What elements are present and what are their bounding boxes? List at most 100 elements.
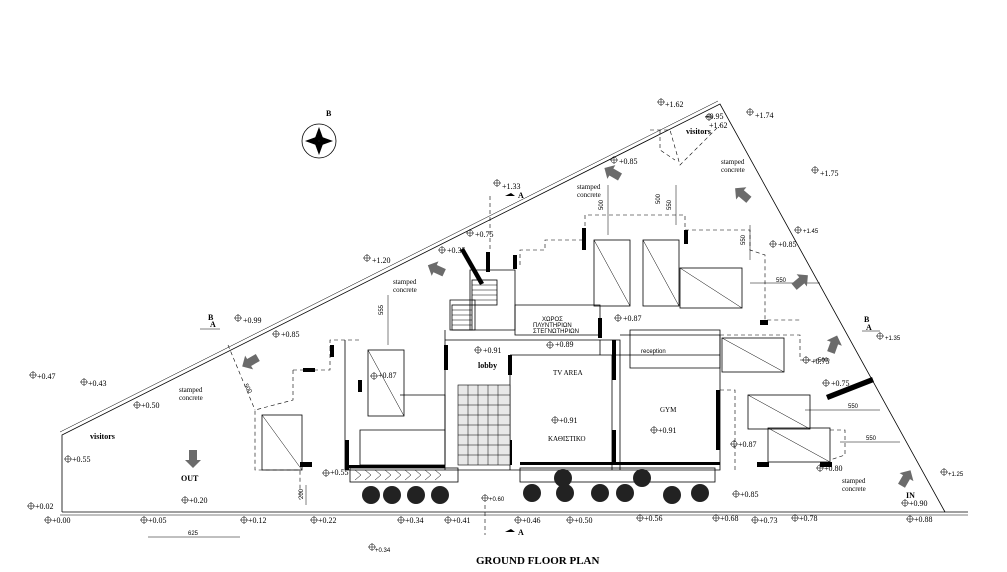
level-text: +0.87 — [623, 314, 642, 323]
service-room-1: ΧΩΡΟΣ — [542, 317, 563, 323]
dimension-lines: 625 500 550 550 550 550 550 555 500 500 … — [148, 185, 900, 538]
level-text: +0.56 — [644, 514, 663, 523]
stamped-right-1: stamped — [721, 158, 745, 166]
entry-ramp — [349, 467, 716, 483]
dimension-text: 550 — [848, 404, 859, 410]
lobby-label: lobby — [478, 361, 497, 370]
level-text: +0.99 — [243, 316, 262, 325]
north-compass — [301, 123, 337, 159]
level-text: +0.68 — [720, 514, 739, 523]
dimension-text: 550 — [667, 199, 673, 210]
section-label: A — [518, 528, 524, 537]
section-label: A — [866, 323, 872, 332]
level-text: +0.78 — [799, 514, 818, 523]
stamped-br-2: concrete — [842, 485, 866, 493]
level-text: +0.34 — [375, 548, 391, 554]
level-text: +0.85 — [740, 490, 759, 499]
level-text: +0.50 — [141, 401, 160, 410]
dimension-text: 500 — [242, 383, 253, 395]
visitors-left-label: visitors — [90, 432, 115, 441]
level-text: +0.85 — [778, 240, 797, 249]
level-text: +1.33 — [502, 182, 521, 191]
dimension-text: 625 — [188, 531, 199, 537]
tv-area-label: TV AREA — [553, 369, 583, 377]
staircase — [451, 279, 498, 331]
level-text: +0.85 — [281, 330, 300, 339]
level-text: +0.90 — [909, 499, 928, 508]
thick-walls — [300, 228, 832, 470]
level-text: +1.45 — [803, 229, 819, 235]
parking-bays — [261, 239, 831, 471]
level-text: +0.05 — [148, 516, 167, 525]
stamped-mid-1: stamped — [393, 278, 417, 286]
level-text: +0.85 — [619, 157, 638, 166]
garden-trees — [362, 469, 709, 504]
level-text: +0.87 — [378, 371, 397, 380]
site-boundary — [61, 103, 946, 513]
level-text: +0.41 — [452, 516, 471, 525]
level-text: +0.89 — [555, 340, 574, 349]
compass-label: B — [326, 109, 332, 118]
stamped-left-2: concrete — [179, 394, 203, 402]
service-room-2: ΠΛΥΝΤΗΡΙΩΝ — [533, 323, 572, 329]
level-text: +0.87 — [738, 440, 757, 449]
level-text: +0.43 — [88, 379, 107, 388]
dimension-text: 550 — [776, 278, 787, 284]
out-label: OUT — [181, 474, 199, 483]
level-text: +0.55 — [330, 468, 349, 477]
level-text: +0.00 — [52, 516, 71, 525]
level-markers: +1.62 +0.95 +1.62 +1.74 +0.85 +1.33 +1.7… — [27, 98, 964, 554]
level-text: +0.91 — [483, 346, 502, 355]
level-text: +1.20 — [372, 256, 391, 265]
kathistiko-label: ΚΑΘΙΣΤΙΚΟ — [548, 435, 586, 443]
gym-label: GYM — [660, 406, 677, 414]
stamped-right-2: concrete — [721, 166, 745, 174]
level-text: +0.35 — [447, 246, 466, 255]
level-text: +0.55 — [72, 455, 91, 464]
level-text: +0.34 — [405, 516, 424, 525]
stamped-mid-2: concrete — [393, 286, 417, 294]
dimension-text: 550 — [741, 234, 747, 245]
dimension-text: 500 — [656, 193, 662, 204]
stamped-left-1: stamped — [179, 386, 203, 394]
dimension-text: 550 — [866, 436, 877, 442]
section-label: A — [210, 320, 216, 329]
stamped-top-2: concrete — [577, 191, 601, 199]
level-text: +0.75 — [475, 230, 494, 239]
dimension-text: 500 — [818, 358, 829, 364]
level-text: +0.02 — [35, 502, 54, 511]
area-labels: visitors visitors stamped concrete stamp… — [90, 127, 915, 500]
level-text: +0.95 — [705, 112, 724, 121]
level-text: +0.91 — [559, 416, 578, 425]
level-text: +1.62 — [665, 100, 684, 109]
level-text: +1.75 — [820, 169, 839, 178]
reception-label: reception — [641, 349, 666, 355]
section-markers: B A A A B A — [200, 191, 880, 537]
visitors-top-label: visitors — [686, 127, 711, 136]
stamped-top-1: stamped — [577, 183, 601, 191]
dimension-text: 200 — [299, 488, 305, 499]
level-text: +0.50 — [574, 516, 593, 525]
section-label: A — [518, 191, 524, 200]
level-text: +0.12 — [248, 516, 267, 525]
dimension-text: 555 — [379, 304, 385, 315]
flow-arrows — [185, 165, 914, 488]
level-text: +0.46 — [522, 516, 541, 525]
service-room-3: ΣΤΕΓΝΩΤΗΡΙΩΝ — [533, 329, 579, 335]
boundary-offset — [59, 100, 719, 433]
section-label: B — [208, 313, 214, 322]
in-label: IN — [906, 491, 915, 500]
dimension-text: 500 — [599, 199, 605, 210]
drawing-title: GROUND FLOOR PLAN — [476, 555, 600, 567]
level-text: +0.47 — [37, 372, 56, 381]
level-text: +0.60 — [489, 497, 505, 503]
stamped-br-1: stamped — [842, 477, 866, 485]
level-text: +0.91 — [658, 426, 677, 435]
section-label: B — [864, 315, 870, 324]
level-text: +0.75 — [831, 379, 850, 388]
level-text: +1.74 — [755, 111, 774, 120]
level-text: +0.73 — [759, 516, 778, 525]
level-text: +1.25 — [948, 472, 964, 478]
